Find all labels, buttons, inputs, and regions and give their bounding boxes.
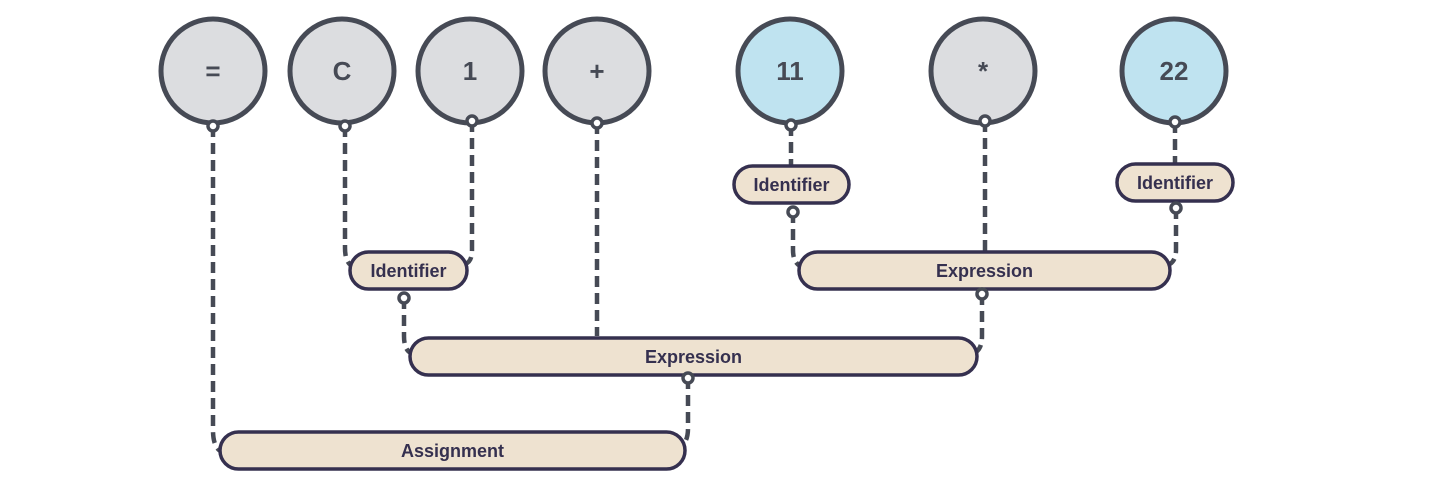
connector-line <box>342 126 354 268</box>
token-label: 1 <box>463 56 477 86</box>
token-node-4: + <box>542 16 652 126</box>
connector-line <box>1168 208 1179 266</box>
syntax-node-assignment: Assignment <box>218 430 687 471</box>
syntax-node-label: Assignment <box>401 441 504 461</box>
token-label: 22 <box>1160 56 1189 86</box>
syntax-node-label: Identifier <box>1137 173 1213 193</box>
connector-line <box>401 298 413 356</box>
token-label: = <box>205 56 220 86</box>
token-node-1: = <box>158 16 268 126</box>
connector-dot-icon <box>978 114 992 128</box>
connector-line <box>464 121 475 267</box>
syntax-node-pill <box>1115 162 1235 203</box>
token-layer: = C 1 +11 * 22 <box>158 16 1229 126</box>
token-label: + <box>589 56 604 86</box>
syntax-node-expression: Expression <box>408 336 979 377</box>
syntax-node-identifier: Identifier <box>732 164 851 205</box>
syntax-node-label: Identifier <box>753 175 829 195</box>
connector-dot-icon <box>1169 201 1183 215</box>
connector-line <box>681 378 691 446</box>
token-node-5: 11 <box>735 16 845 126</box>
syntax-node-label: Identifier <box>370 261 446 281</box>
token-label: C <box>333 56 352 86</box>
syntax-node-pill <box>732 164 851 205</box>
syntax-node-pill <box>218 430 687 471</box>
connector-dot-icon <box>590 116 604 130</box>
connector-dot-icon <box>975 287 989 301</box>
connector-dot-icon <box>206 119 220 133</box>
connector-dot-icon <box>681 371 695 385</box>
connector-line <box>210 126 224 455</box>
token-node-6: * <box>928 16 1038 126</box>
connector-dot-icon <box>465 114 479 128</box>
syntax-node-identifier: Identifier <box>1115 162 1235 203</box>
connector-line <box>790 212 802 268</box>
token-node-3: 1 <box>415 16 525 126</box>
syntax-node-label: Expression <box>936 261 1033 281</box>
syntax-node-label: Expression <box>645 347 742 367</box>
connector-dot-icon <box>338 119 352 133</box>
connector-dot-layer <box>206 114 1183 385</box>
token-label: * <box>978 56 989 86</box>
token-node-7: 22 <box>1119 16 1229 126</box>
connector-dot-icon <box>397 291 411 305</box>
connector-dot-icon <box>786 205 800 219</box>
connector-dot-icon <box>784 118 798 132</box>
syntax-node-identifier: Identifier <box>348 250 469 291</box>
connector-line <box>974 294 985 354</box>
token-label: 11 <box>776 56 804 86</box>
syntax-node-expression: Expression <box>797 250 1172 291</box>
connector-dot-icon <box>1168 115 1182 129</box>
token-node-2: C <box>287 16 397 126</box>
syntax-node-pill <box>348 250 469 291</box>
